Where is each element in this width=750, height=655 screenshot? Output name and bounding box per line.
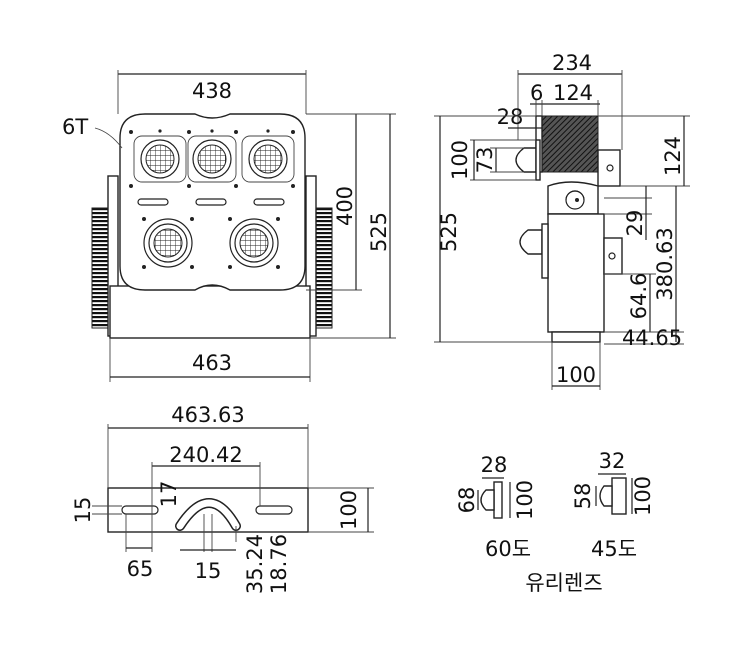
- dim-side-width-total: 234: [552, 51, 592, 75]
- dim-side-block-height: 124: [661, 136, 685, 176]
- bottom-view: 463.63 240.42 17 15 100 65 15 35.24 18.7…: [71, 403, 374, 594]
- dim-thickness: 6T: [62, 115, 88, 139]
- dim-side-block-width: 124: [553, 81, 593, 105]
- dim-side-380: 380.63: [653, 227, 677, 300]
- heatsink-right: [313, 207, 333, 329]
- dim-side-height-total: 525: [437, 212, 461, 252]
- side-block: [541, 115, 599, 173]
- bottom-plate: [107, 487, 309, 533]
- glass-lens-caption: 유리렌즈: [525, 571, 602, 595]
- glass-lens-section: 28 68 100 60도 32 58 100 45도 유리렌즈: [455, 449, 655, 595]
- dim-bottom-width-total: 463.63: [171, 403, 244, 427]
- dim-bottom-slot-height: 17: [157, 481, 181, 508]
- dim-bottom-margin: 15: [71, 497, 95, 524]
- dim-bottom-slot-span: 240.42: [169, 443, 242, 467]
- dim-side-29: 29: [623, 210, 647, 237]
- lens45-inner: 58: [571, 483, 595, 510]
- side-view: 234 6 124 28 100 73 124 525 29: [434, 51, 690, 390]
- lens45-outer: 100: [631, 476, 655, 516]
- lamp-row-bottom: [143, 218, 279, 268]
- dim-side-44: 44.65: [622, 326, 682, 350]
- front-view: 438 6T 400 525 463: [62, 70, 396, 382]
- dim-side-base-width: 100: [556, 363, 596, 387]
- dim-bottom-35: 35.24: [243, 534, 267, 594]
- dim-bottom-65: 65: [127, 557, 154, 581]
- dim-front-width-top: 438: [192, 79, 232, 103]
- dim-front-height-total: 525: [367, 212, 391, 252]
- lens60-inner: 68: [455, 487, 479, 514]
- dim-front-height-inner: 400: [333, 186, 357, 226]
- dim-bottom-height: 100: [337, 490, 361, 530]
- lens60-label: 60도: [485, 537, 531, 561]
- front-base: [109, 285, 311, 339]
- lens-45: 32 58 100 45도: [571, 449, 655, 561]
- lens60-outer: 100: [513, 480, 537, 520]
- lamp-row-top: [133, 135, 295, 183]
- lens-60: 28 68 100 60도: [455, 453, 537, 561]
- dim-front-width-bottom: 463: [192, 351, 232, 375]
- dim-side-lens-inner: 73: [473, 147, 497, 174]
- lens60-depth: 28: [481, 453, 508, 477]
- dim-side-offset: 6: [530, 81, 543, 105]
- lens45-depth: 32: [599, 449, 626, 473]
- dim-bottom-18: 18.76: [267, 534, 291, 594]
- lens45-label: 45도: [591, 537, 637, 561]
- dim-side-lens-outer: 100: [448, 140, 472, 180]
- dim-bottom-15: 15: [195, 559, 222, 583]
- dim-side-64: 64.6: [627, 273, 651, 320]
- side-body: [547, 213, 605, 333]
- dim-side-lens-depth: 28: [497, 105, 524, 129]
